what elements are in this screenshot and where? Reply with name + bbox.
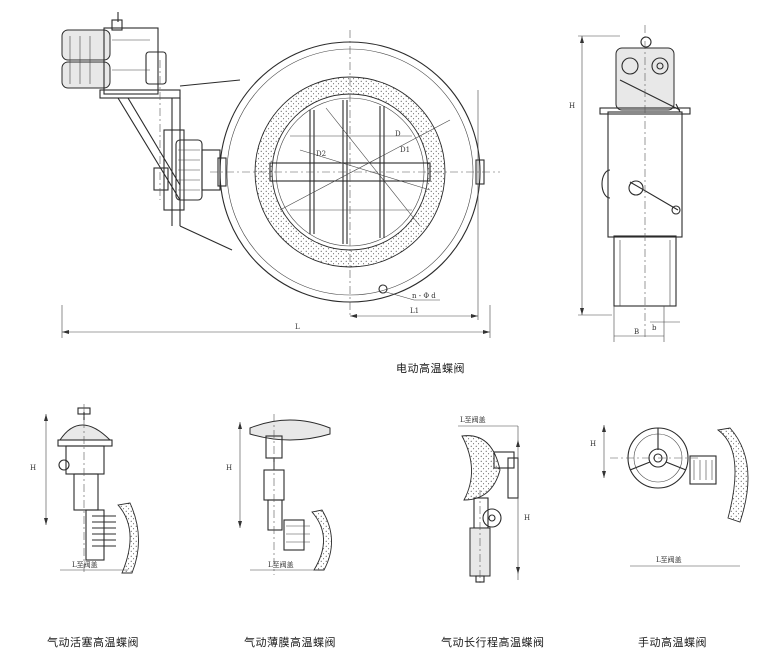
v4-label-H: H xyxy=(590,440,596,448)
v2-label-dim: L至阀盖 xyxy=(268,560,294,569)
main-caption: 电动高温蝶阀 xyxy=(396,362,465,375)
main-side-view: H B b xyxy=(569,25,691,342)
label-nd: n - Φ d xyxy=(412,292,436,300)
variant-diaphragm-caption: 气动薄膜高温蝶阀 xyxy=(244,636,336,649)
label-D1: D1 xyxy=(400,146,410,154)
label-L1: L1 xyxy=(410,307,419,315)
electric-actuator xyxy=(61,12,167,95)
variant-diaphragm-drawing: H L至阀盖 xyxy=(226,414,332,575)
v1-label-H: H xyxy=(30,464,36,472)
variant-long-stroke-caption: 气动长行程高温蝶阀 xyxy=(441,636,545,649)
label-D2: D2 xyxy=(316,150,326,158)
v4-label-dim: L至阀盖 xyxy=(656,555,682,564)
bolt-hole xyxy=(378,284,388,294)
label-b: b xyxy=(652,324,657,332)
variant-manual-caption: 手动高温蝶阀 xyxy=(638,636,707,649)
v2-label-H: H xyxy=(226,464,232,472)
v1-label-dim: L至阀盖 xyxy=(72,560,98,569)
mounting-bracket xyxy=(99,60,241,251)
variant-manual-drawing: H L至阀盖 xyxy=(590,425,749,567)
v3-label-H: H xyxy=(524,514,530,522)
label-H-side: H xyxy=(569,102,575,110)
variant-long-stroke-drawing: L至阀盖 H xyxy=(458,415,530,585)
label-D: D xyxy=(395,130,401,138)
variant-piston-caption: 气动活塞高温蝶阀 xyxy=(47,636,139,649)
label-L: L xyxy=(295,323,300,331)
variant-piston-drawing: H L至阀盖 xyxy=(30,404,139,575)
v3-label-dim: L至阀盖 xyxy=(460,415,486,424)
main-front-view: L L1 D D1 D2 n - Φ d xyxy=(61,12,500,338)
label-B: B xyxy=(634,328,639,336)
